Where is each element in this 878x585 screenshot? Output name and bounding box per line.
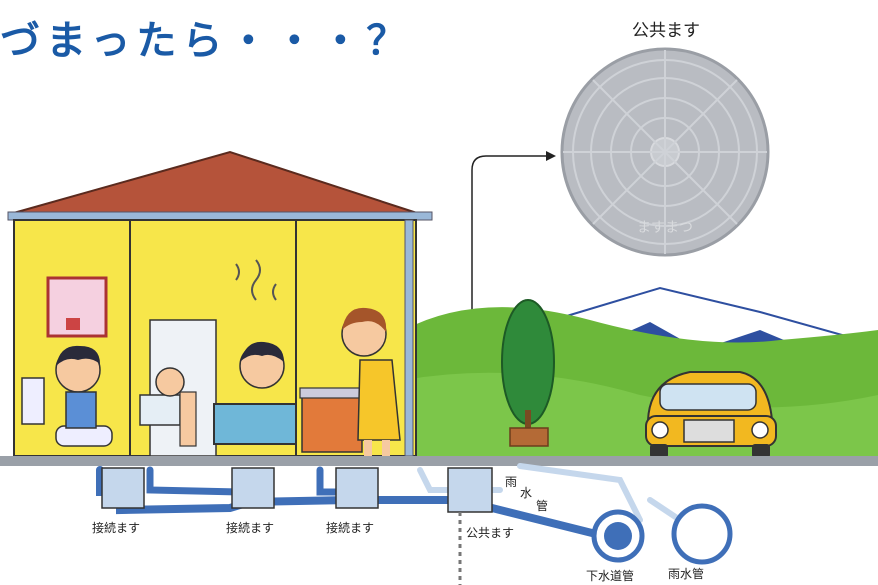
arrow-head-icon <box>546 151 556 161</box>
page-title: づまったら・・・？ <box>0 18 413 64</box>
connection-box-label-2: 接続ます <box>226 520 274 535</box>
car-image <box>645 371 777 458</box>
rain-pipe-label-3: 管 <box>536 498 548 513</box>
tree-image <box>501 299 555 447</box>
connection-box-label-3: 接続ます <box>326 520 374 535</box>
storm-pipe-circle <box>671 503 733 565</box>
rain-pipe-label-2: 水 <box>520 486 532 500</box>
connection-box-label-1: 接続ます <box>92 520 140 535</box>
manhole-cover-image: ますまつ <box>560 47 770 257</box>
connection-boxes <box>101 467 493 513</box>
storm-pipe-label: 雨水管 <box>668 566 704 581</box>
landscape-background <box>404 286 878 465</box>
manhole-cover-label: 公共ます <box>632 21 700 41</box>
ground-line <box>0 456 878 466</box>
cover-emblem-text: ますまつ <box>637 220 693 236</box>
public-inlet-label: 公共ます <box>466 526 514 540</box>
sewer-pipe-core <box>604 522 632 550</box>
house-image <box>7 150 433 457</box>
rain-pipe-label-1: 雨 <box>505 475 517 489</box>
sewer-pipe-label: 下水道管 <box>586 568 634 583</box>
pointer-line <box>471 155 548 460</box>
